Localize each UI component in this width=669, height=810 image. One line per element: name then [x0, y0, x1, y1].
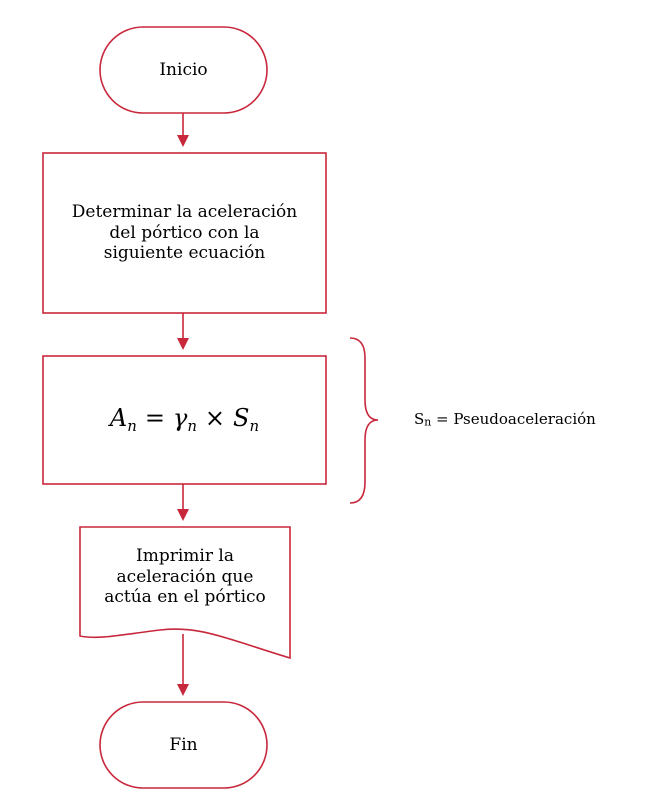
start-label: Inicio [159, 59, 208, 80]
process-label: Determinar la aceleración del pórtico co… [71, 202, 298, 264]
annotation-symbol: S [414, 410, 425, 428]
equation-box [42, 355, 327, 485]
equation-lhs: A [109, 403, 128, 432]
process-box [42, 152, 327, 314]
equation-term1-sub: n [187, 417, 197, 436]
annotation-note: Sn = Pseudoaceleración [414, 410, 596, 429]
annotation-text: = Pseudoaceleración [431, 410, 596, 428]
equation-term2: S [233, 403, 250, 432]
equation-term2-sub: n [249, 417, 260, 436]
end-terminal [99, 701, 268, 789]
equation-formula: An=γn×Sn [110, 404, 259, 436]
annotation-symbol-sub: n [424, 415, 432, 429]
equation-times: × [204, 403, 226, 432]
output-label: Imprimir la aceleración que actúa en el … [104, 546, 266, 608]
equation-equals: = [144, 403, 165, 432]
equation-term1: γ [172, 403, 188, 432]
equation-lhs-sub: n [127, 417, 137, 436]
equation: An=γn×Sn [43, 356, 326, 484]
end-label: Fin [169, 734, 198, 755]
annotation-brace [349, 337, 379, 504]
output-document [79, 526, 291, 660]
